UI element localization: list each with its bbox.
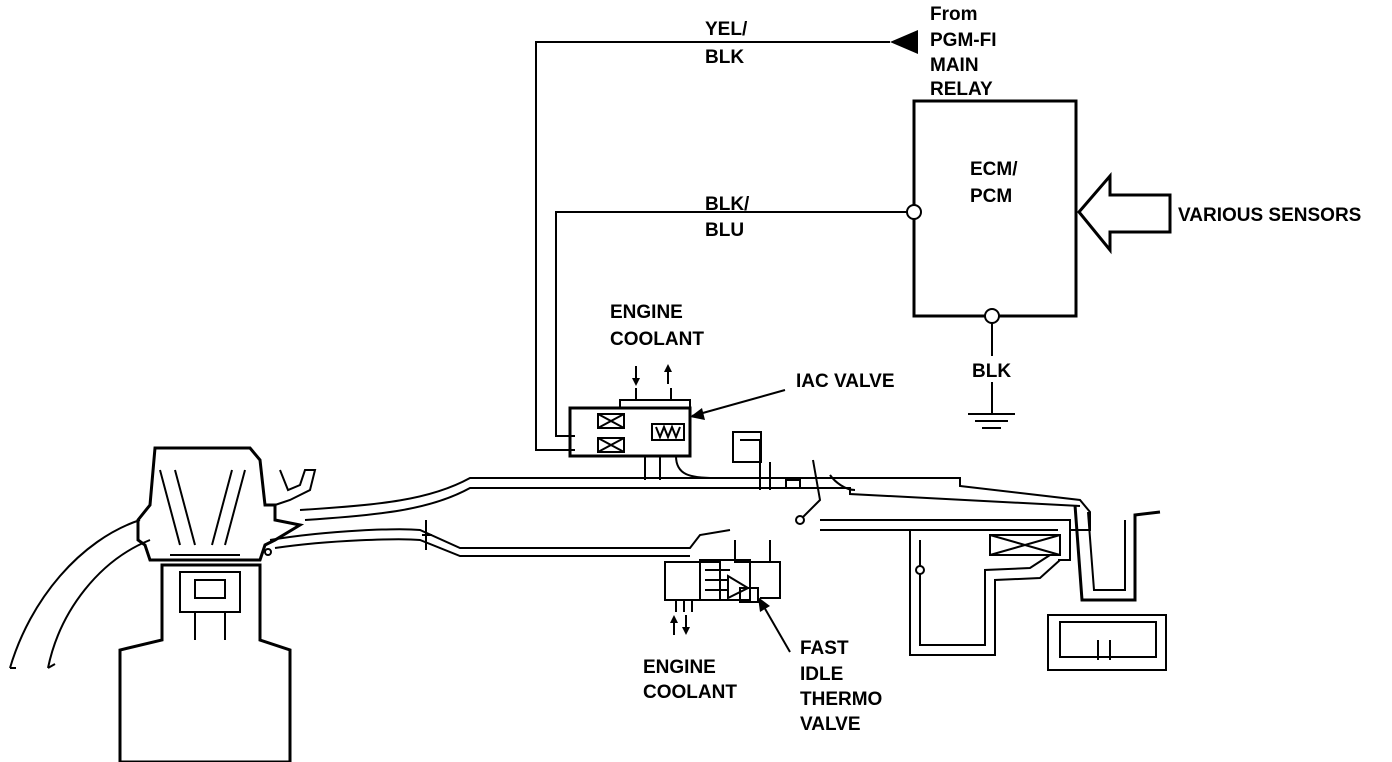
blk-blu-line1: BLK/ (705, 194, 750, 215)
iac-valve-icon (568, 364, 716, 480)
resonator-chamber (909, 530, 1061, 656)
exhaust-manifold (9, 519, 151, 669)
ecm-terminal (906, 204, 922, 220)
yel-blk-line2: BLK (705, 47, 744, 68)
from-line2: PGM-FI (930, 30, 997, 51)
label-ecm-pcm: ECM/ PCM (970, 159, 1018, 207)
label-various-sensors: VARIOUS SENSORS (1178, 205, 1361, 226)
coolant-bottom-line1: ENGINE (643, 657, 716, 678)
label-yel-blk: YEL/ BLK (705, 19, 748, 68)
fast-line2: IDLE (800, 664, 843, 685)
blk-blu-line2: BLU (705, 220, 744, 241)
wire-blk-blu (555, 211, 907, 437)
ecm-line1: ECM/ (970, 159, 1018, 180)
fast-line4: VALVE (800, 714, 861, 735)
label-blk-ground: BLK (972, 361, 1011, 382)
iac-pointer-arrow-icon (690, 408, 705, 420)
wire-yel-blk (535, 30, 918, 451)
iac-pointer-line (691, 389, 786, 417)
from-line4: RELAY (930, 79, 993, 100)
intake-duct (269, 431, 1091, 561)
label-fast-idle-thermo-valve: FAST IDLE THERMO VALVE (800, 638, 882, 735)
thermo-valve-pointer-arrow-icon (758, 597, 770, 612)
sensor-input-arrow-icon (1077, 171, 1172, 255)
air-filter-box (1047, 504, 1167, 671)
ecm-line2: PCM (970, 186, 1012, 207)
label-iac-valve: IAC VALVE (796, 371, 895, 392)
engine-block (118, 563, 292, 762)
engine-cylinder-head (136, 446, 317, 562)
label-from-pgmfi-main-relay: From PGM-FI MAIN RELAY (930, 4, 997, 100)
from-line3: MAIN (930, 55, 979, 76)
fast-idle-thermo-valve-icon (664, 540, 781, 635)
fast-line3: THERMO (800, 689, 882, 710)
label-engine-coolant-top: ENGINE COOLANT (610, 302, 704, 350)
arrow-from-relay-icon (890, 30, 918, 54)
coolant-bottom-line2: COOLANT (643, 682, 737, 703)
label-engine-coolant-bottom: ENGINE COOLANT (643, 657, 737, 703)
ground-symbol-icon (968, 323, 1015, 429)
fast-line1: FAST (800, 638, 849, 659)
from-line1: From (930, 4, 978, 25)
label-blk-blu: BLK/ BLU (705, 194, 750, 241)
coolant-top-line2: COOLANT (610, 329, 704, 350)
coolant-top-line1: ENGINE (610, 302, 683, 323)
ecm-pcm-box (906, 99, 1078, 324)
ecm-ground-terminal (984, 308, 1000, 324)
yel-blk-line1: YEL/ (705, 19, 748, 40)
